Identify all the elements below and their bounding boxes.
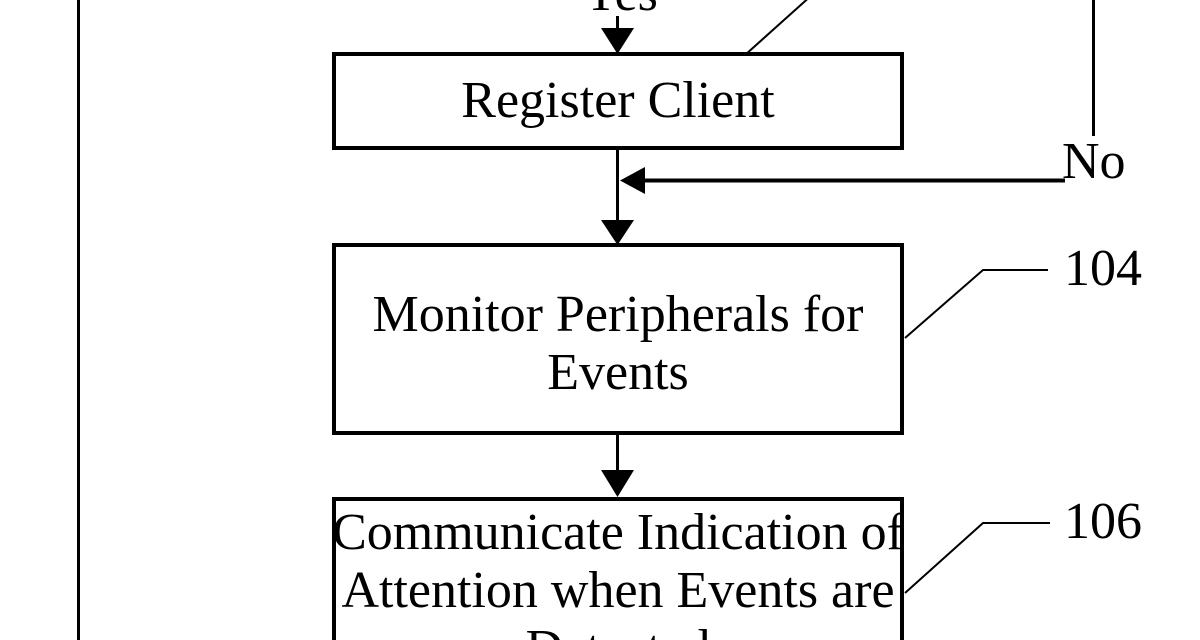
process-box-communicate-indication: Communicate Indication of Attention when…	[332, 497, 904, 640]
communicate-label-line1: Communicate Indication of	[332, 504, 904, 561]
arrow-monitor-to-communicate-head	[601, 470, 634, 497]
arrow-yes-to-register-head	[601, 28, 634, 54]
register-client-label: Register Client	[461, 72, 775, 129]
monitor-peripherals-label-line1: Monitor Peripherals for	[372, 286, 864, 343]
arrow-register-to-monitor-head	[601, 220, 634, 245]
reference-numeral-104: 104	[1064, 240, 1142, 297]
process-box-register-client: Register Client	[332, 52, 904, 150]
leader-line-104	[904, 269, 1048, 339]
process-box-monitor-peripherals: Monitor Peripherals for Events	[332, 243, 904, 435]
communicate-label-line3: Detected	[526, 620, 711, 640]
reference-numeral-106: 106	[1064, 493, 1142, 550]
no-edge-label: No	[1062, 133, 1126, 190]
leader-line-register-ref	[744, 0, 808, 56]
no-loop-arrow-head	[620, 167, 645, 194]
yes-edge-label: Yes	[565, 0, 675, 20]
communicate-label-line2: Attention when Events are	[341, 562, 895, 619]
monitor-peripherals-label-line2: Events	[547, 344, 689, 401]
leader-line-106	[904, 522, 1050, 594]
